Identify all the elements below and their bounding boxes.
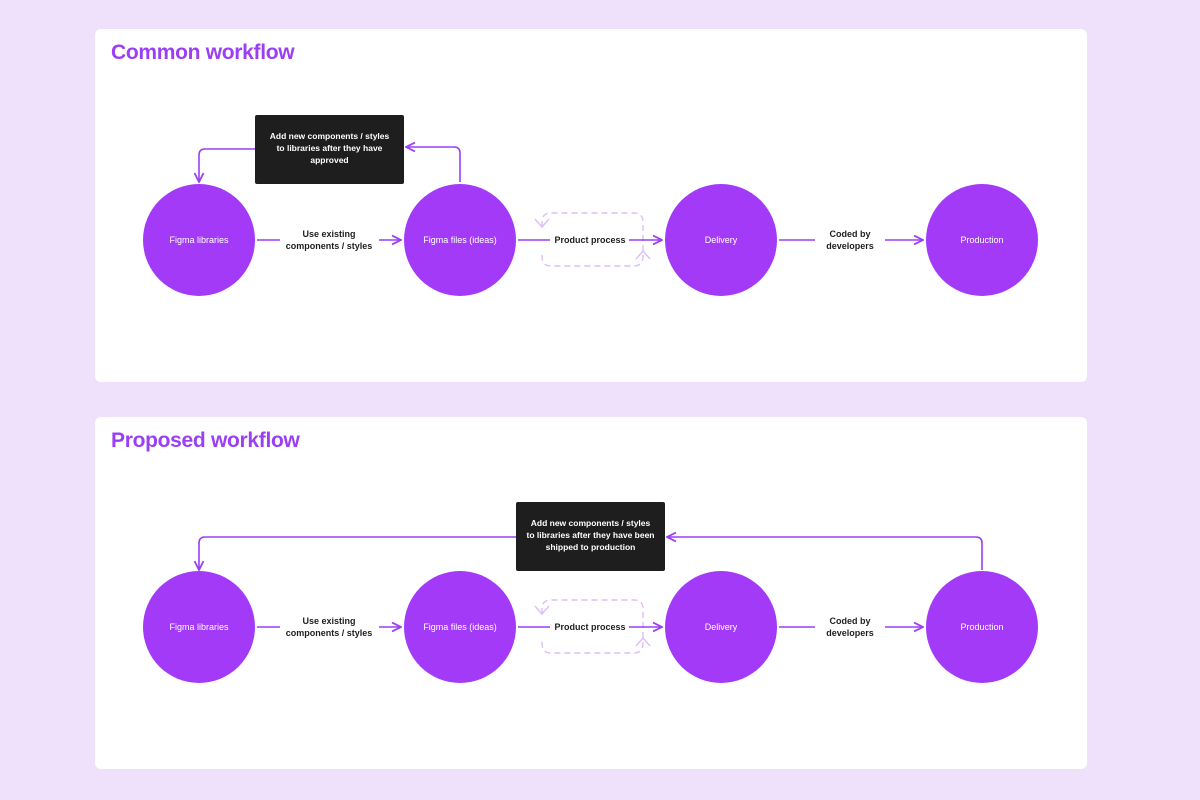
feedback-arrow-up bbox=[406, 147, 461, 182]
node-production bbox=[926, 184, 1038, 296]
edge-1-line-1: Use existing bbox=[302, 229, 355, 239]
note-box bbox=[516, 502, 665, 571]
node-delivery bbox=[665, 571, 777, 683]
node-figma-files bbox=[404, 184, 516, 296]
product-process-loop bbox=[541, 599, 644, 654]
node-label-figma-libraries: Figma libraries bbox=[169, 235, 229, 245]
node-delivery bbox=[665, 184, 777, 296]
feedback-arrow-left bbox=[667, 537, 983, 570]
feedback-arrow-down bbox=[199, 148, 255, 182]
node-label-figma-libraries: Figma libraries bbox=[169, 622, 229, 632]
node-label-production: Production bbox=[960, 622, 1003, 632]
common-workflow-panel: Common workflow Add new components / sty… bbox=[95, 29, 1087, 382]
note-line-3: approved bbox=[310, 155, 348, 165]
edge-2-label: Product process bbox=[554, 622, 625, 632]
edge-1-line-1: Use existing bbox=[302, 616, 355, 626]
edge-1-line-2: components / styles bbox=[286, 241, 373, 251]
product-process-loop bbox=[541, 212, 644, 267]
proposed-workflow-title: Proposed workflow bbox=[111, 429, 300, 452]
node-label-production: Production bbox=[960, 235, 1003, 245]
common-workflow-diagram: Add new components / styles to libraries… bbox=[143, 115, 1038, 296]
node-label-delivery: Delivery bbox=[705, 622, 738, 632]
common-workflow-title: Common workflow bbox=[111, 41, 295, 64]
edge-2-label: Product process bbox=[554, 235, 625, 245]
edge-3-line-1: Coded by bbox=[829, 229, 870, 239]
proposed-workflow-panel: Proposed workflow Add new components / s… bbox=[95, 417, 1087, 769]
node-figma-files bbox=[404, 571, 516, 683]
node-label-figma-files: Figma files (ideas) bbox=[423, 622, 497, 632]
proposed-workflow-diagram: Add new components / styles to libraries… bbox=[143, 502, 1038, 683]
edge-3-line-2: developers bbox=[826, 241, 874, 251]
note-line-2: to libraries after they have been bbox=[526, 530, 654, 540]
node-figma-libraries bbox=[143, 184, 255, 296]
node-label-delivery: Delivery bbox=[705, 235, 738, 245]
edge-1-line-2: components / styles bbox=[286, 628, 373, 638]
note-line-3: shipped to production bbox=[546, 542, 636, 552]
edge-3-line-1: Coded by bbox=[829, 616, 870, 626]
note-line-1: Add new components / styles bbox=[270, 131, 390, 141]
node-label-figma-files: Figma files (ideas) bbox=[423, 235, 497, 245]
node-production bbox=[926, 571, 1038, 683]
edge-3-line-2: developers bbox=[826, 628, 874, 638]
feedback-arrow-down bbox=[199, 536, 516, 570]
note-line-2: to libraries after they have bbox=[277, 143, 383, 153]
note-line-1: Add new components / styles bbox=[531, 518, 651, 528]
node-figma-libraries bbox=[143, 571, 255, 683]
note-box bbox=[255, 115, 404, 184]
